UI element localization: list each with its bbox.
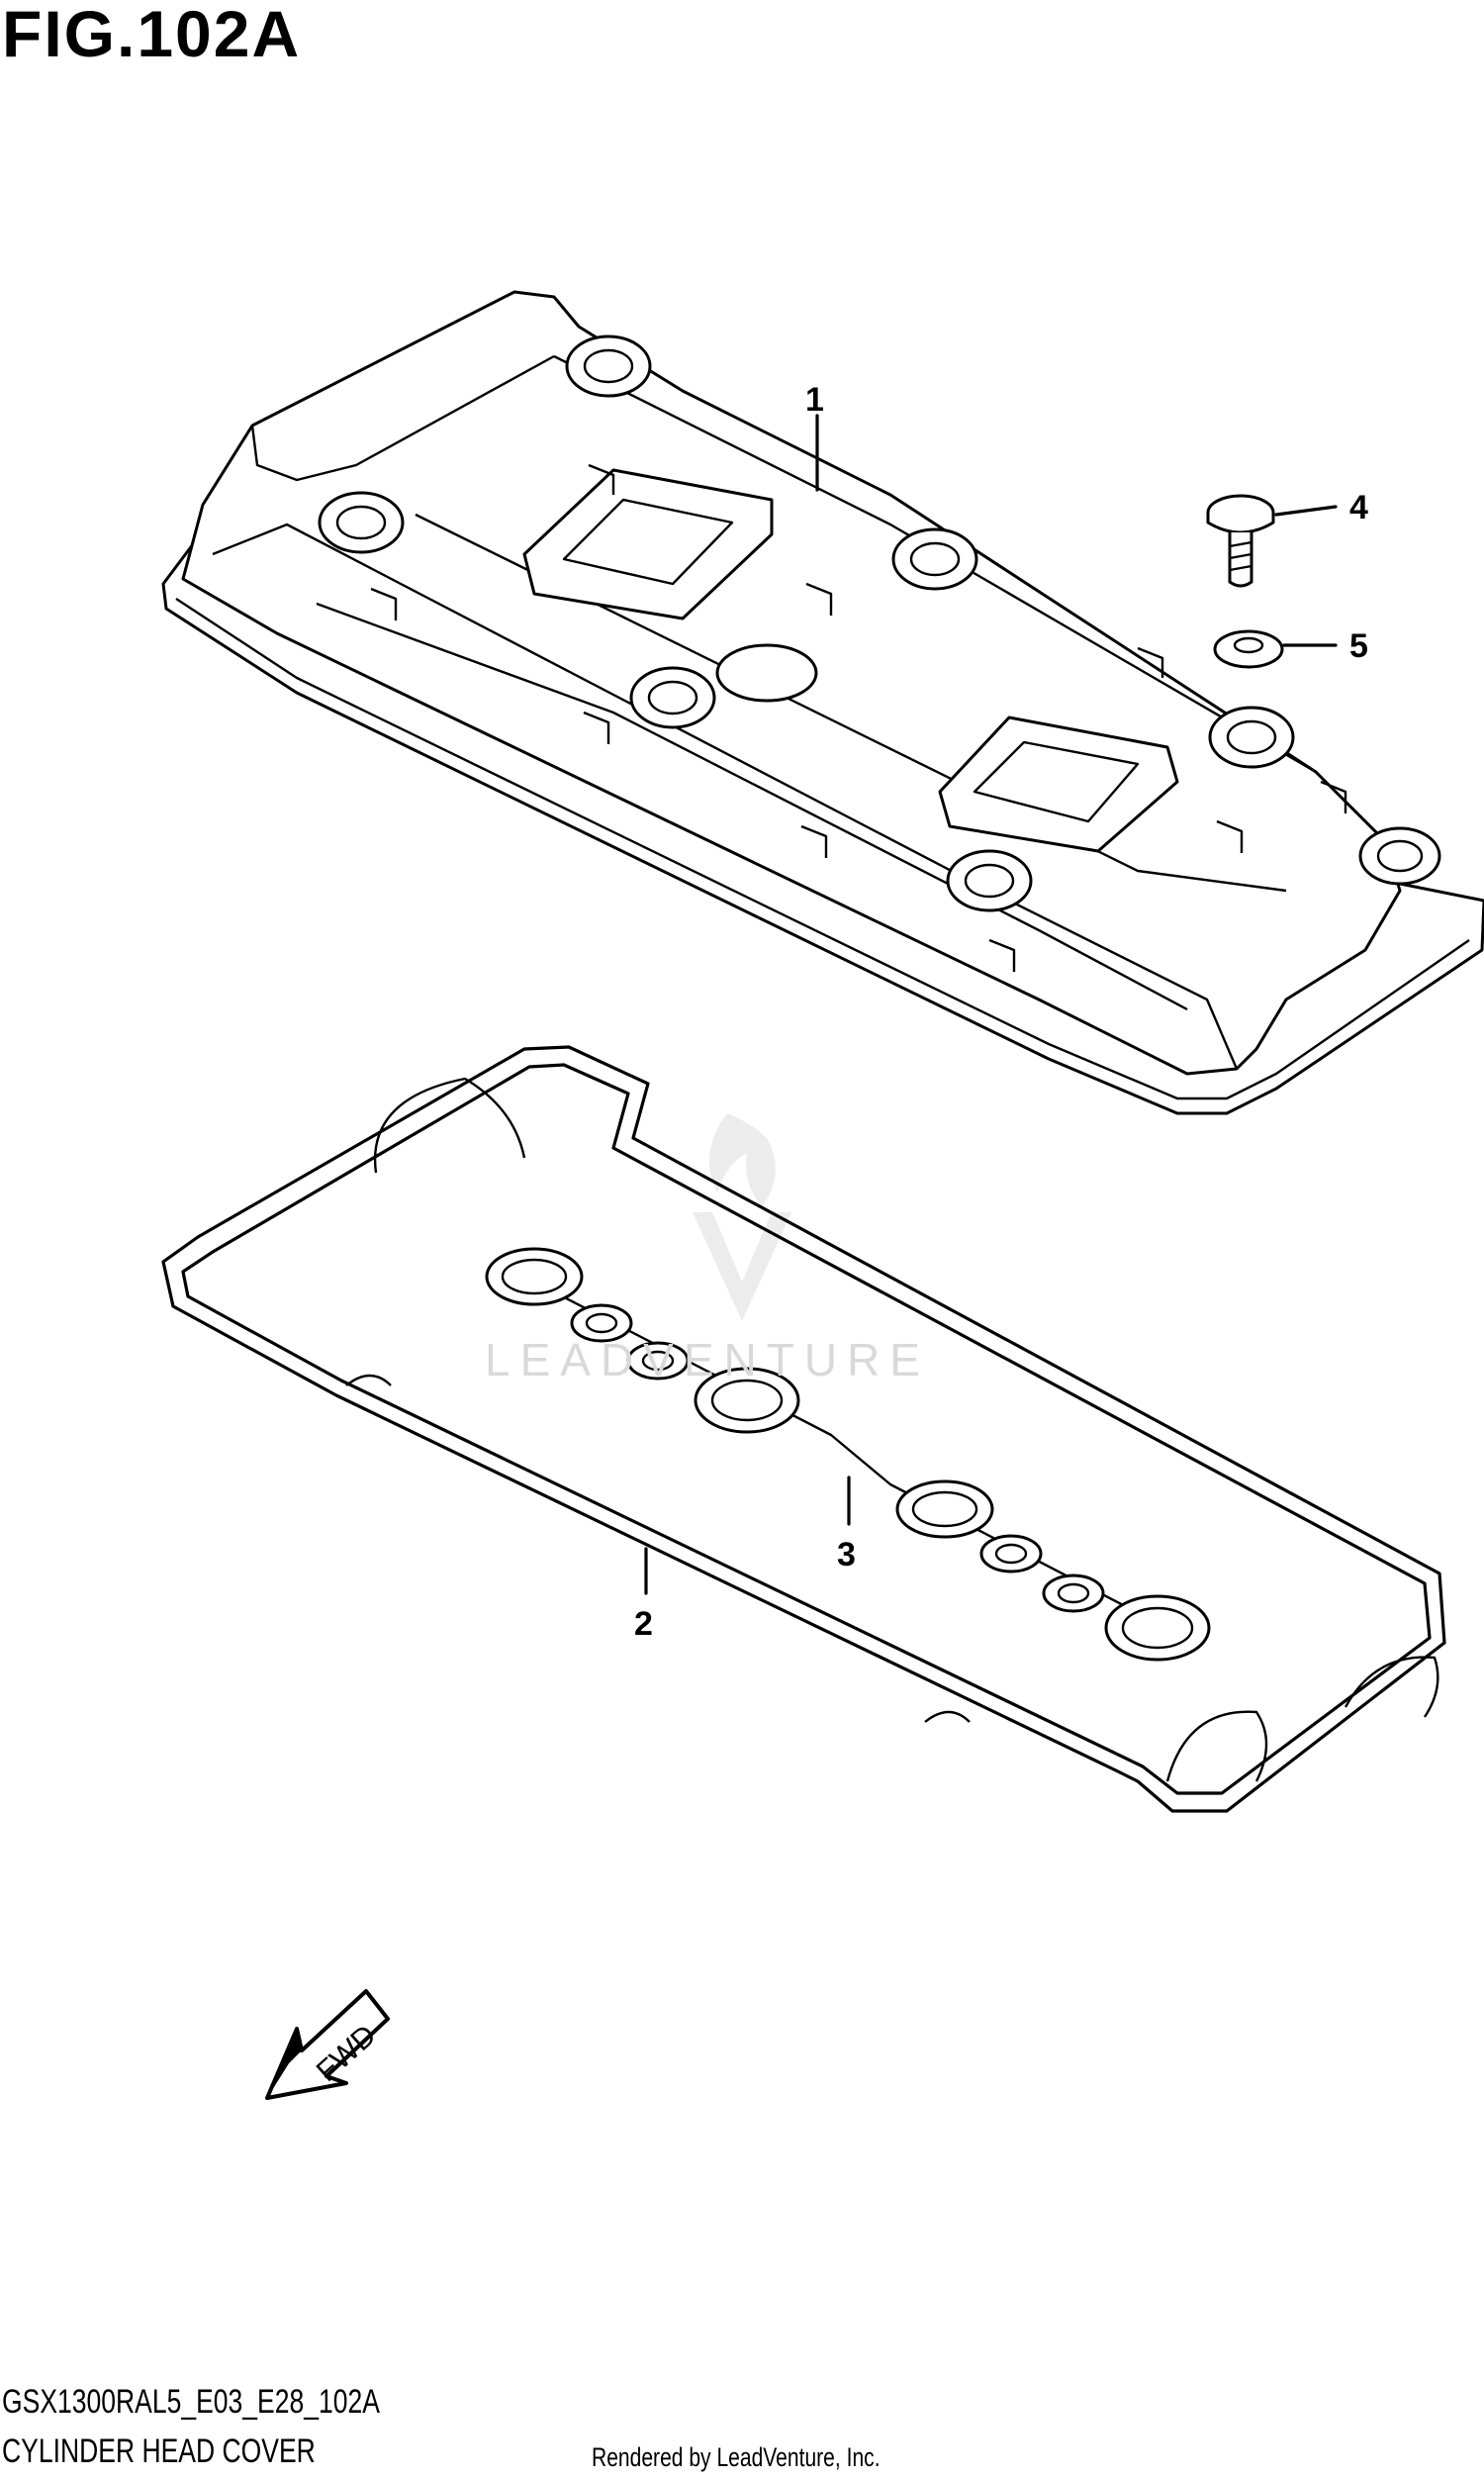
- figure-title: FIG.102A: [2, 0, 302, 70]
- fwd-arrow-icon: FWD: [265, 1989, 390, 2100]
- cover-gasket[interactable]: [161, 1045, 1446, 1813]
- callout-3[interactable]: 3: [837, 1536, 856, 1573]
- callout-4[interactable]: 4: [1349, 489, 1368, 526]
- bolt[interactable]: [1206, 494, 1275, 588]
- plug-hole-gasket[interactable]: [485, 1247, 1211, 1662]
- credit-text: Rendered by LeadVenture, Inc.: [592, 2442, 881, 2472]
- watermark-logo: [693, 1113, 791, 1321]
- cover-bosses: [318, 334, 1441, 912]
- diagram-caption: CYLINDER HEAD COVER: [2, 2432, 316, 2470]
- callout-2[interactable]: 2: [634, 1605, 653, 1643]
- leader-line-4: [1274, 505, 1338, 517]
- watermark-text: LEADVENTURE: [485, 1334, 930, 1385]
- callout-1[interactable]: 1: [805, 381, 824, 419]
- washer[interactable]: [1213, 629, 1284, 669]
- diagram-code: GSX1300RAL5_E03_E28_102A: [2, 2383, 380, 2421]
- cylinder-head-cover[interactable]: [161, 290, 1484, 1115]
- callout-5[interactable]: 5: [1349, 627, 1368, 665]
